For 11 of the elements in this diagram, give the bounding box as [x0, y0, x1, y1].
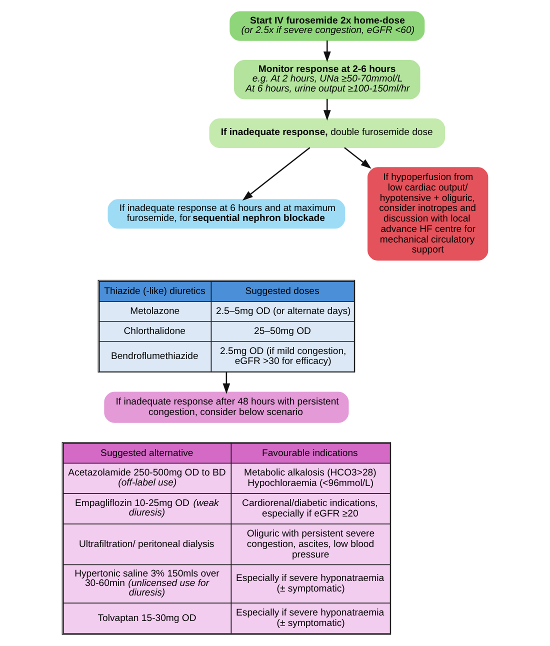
arrow [323, 98, 331, 121]
node-box: Start IV furosemide 2x home-dose (or 2.5x if severe congestion, eGFR <60) [230, 11, 425, 41]
arrow [344, 147, 372, 169]
arrow [242, 147, 310, 201]
node-box: If inadequate response at 6 hours and at maximum furosemide, for sequential nephron blockade [108, 199, 346, 229]
node-box: If hypoperfusion from low cardiac output/ hypotensive + oliguric, consider inotropes and discussion with local advance HF centre for mechanical circulatory support [368, 167, 488, 261]
node-box: If inadequate response after 48 hours with persistent congestion, consider below scenario [104, 392, 349, 423]
node-box: If inadequate response, double furosemide dose [209, 118, 446, 148]
arrow [323, 40, 331, 62]
arrow [222, 372, 230, 394]
node-box: Monitor response at 2-6 hours e.g. At 2 hours, UNa ≥50-70mmol/L At 6 hours, urine output ≥100-150ml/hr [234, 60, 420, 100]
